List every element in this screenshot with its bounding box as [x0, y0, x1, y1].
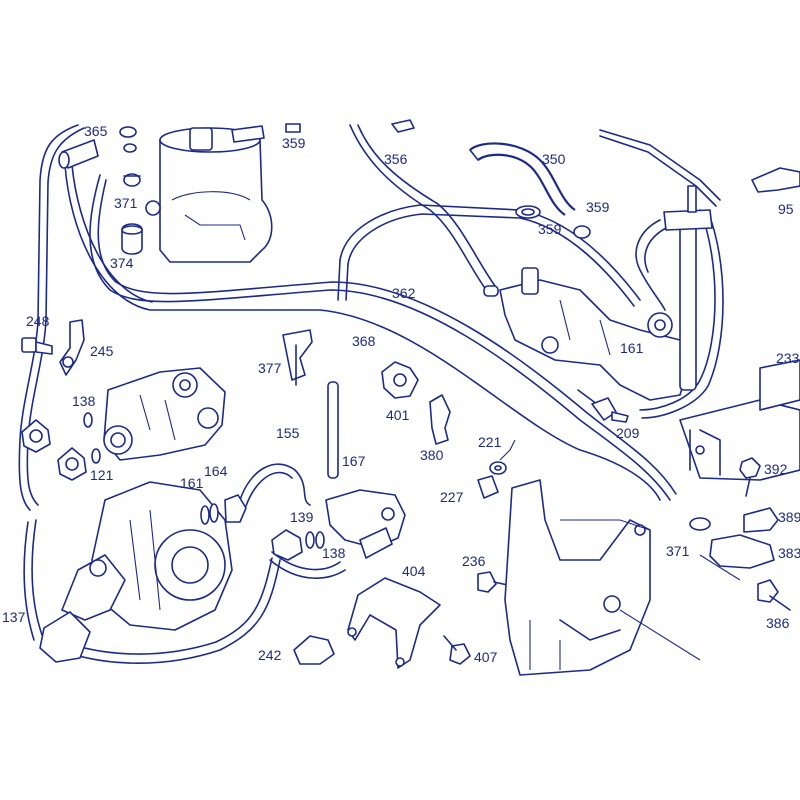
label-155: 155 [276, 425, 300, 441]
label-161-b: 161 [180, 475, 204, 491]
label-236: 236 [462, 553, 486, 569]
fuel-filter-housing [145, 125, 273, 263]
label-362: 362 [392, 285, 416, 301]
fuel-line-upper [64, 164, 661, 501]
valve-housing [103, 367, 226, 461]
bolt-386 [757, 579, 791, 611]
label-359-a: 359 [282, 135, 306, 151]
clip-top-center [391, 119, 415, 133]
clamp-371 [123, 173, 141, 187]
leader-lines [499, 439, 741, 661]
clamp-359-b [515, 205, 541, 219]
label-401: 401 [386, 407, 410, 423]
fuel-line-lower [59, 551, 346, 664]
clip-245 [59, 319, 85, 376]
label-383: 383 [778, 545, 800, 561]
label-164: 164 [204, 463, 228, 479]
bolt-407 [443, 635, 471, 665]
label-368: 368 [352, 333, 376, 349]
bolt-227 [477, 475, 499, 499]
clamp-95 [751, 167, 800, 193]
high-pressure-pump [39, 481, 233, 663]
fuel-heater-pipe [663, 185, 713, 391]
label-161-a: 161 [620, 340, 644, 356]
filter-bracket-lower [504, 479, 651, 676]
fitting-389 [743, 507, 779, 533]
label-407: 407 [474, 649, 498, 665]
bolt-248 [21, 337, 53, 355]
seal-rings-161-164 [200, 494, 247, 525]
clip-242 [293, 635, 335, 665]
label-377: 377 [258, 360, 282, 376]
label-209: 209 [616, 425, 640, 441]
label-392: 392 [764, 461, 788, 477]
label-374: 374 [110, 255, 134, 271]
label-371-b: 371 [666, 543, 690, 559]
clamp-365 [119, 126, 137, 153]
label-350: 350 [542, 151, 566, 167]
label-356: 356 [384, 151, 408, 167]
banjo-fitting-139 [271, 529, 325, 561]
label-95: 95 [778, 201, 794, 217]
fuel-line-350 [469, 142, 576, 216]
label-380: 380 [420, 447, 444, 463]
washer-221 [489, 461, 507, 475]
label-167: 167 [342, 453, 366, 469]
label-245: 245 [90, 343, 114, 359]
hose-365 [58, 139, 99, 169]
clamp-374 [121, 223, 143, 255]
fitting-383 [709, 534, 775, 569]
clip-380 [429, 394, 451, 445]
label-137: 137 [2, 609, 26, 625]
fuel-line-167 [327, 381, 339, 479]
label-365: 365 [84, 123, 108, 139]
clip-377 [282, 329, 313, 386]
label-248: 248 [26, 313, 50, 329]
bracket-404 [347, 577, 441, 669]
bolt-392 [739, 457, 761, 497]
clamp-359-top [285, 123, 301, 133]
seal-rings-138 [83, 412, 101, 464]
filter-connector-block [483, 267, 691, 401]
bracket-233 [679, 359, 800, 481]
fuel-line-right [599, 129, 724, 419]
clamp-359-c [573, 225, 591, 239]
label-221: 221 [478, 434, 502, 450]
banjo-fitting-121 [57, 447, 87, 481]
label-386: 386 [766, 615, 790, 631]
sensor-209 [577, 389, 629, 423]
label-404: 404 [402, 563, 426, 579]
label-389: 389 [778, 509, 800, 525]
label-233: 233 [776, 350, 800, 366]
label-359-b: 359 [586, 199, 610, 215]
fitting-block-138 [325, 489, 406, 559]
clamp-371-b [689, 517, 711, 531]
banjo-fitting-138-left [21, 419, 51, 453]
label-138-a: 138 [72, 393, 96, 409]
label-138-b: 138 [322, 545, 346, 561]
clip-401 [381, 361, 419, 399]
fuel-line-left-loop [18, 124, 85, 511]
fuel-line-to-filter [635, 219, 667, 311]
label-121: 121 [90, 467, 114, 483]
label-139: 139 [290, 509, 314, 525]
label-359-c: 359 [538, 221, 562, 237]
fuel-line-137 [23, 519, 43, 641]
fuel-line-pump-feed [239, 463, 311, 507]
part-labels: 365 359 356 350 95 371 359 359 374 362 2… [2, 123, 800, 665]
label-227: 227 [440, 489, 464, 505]
fuel-line-356 [349, 124, 499, 296]
label-242: 242 [258, 647, 282, 663]
label-371-a: 371 [114, 195, 138, 211]
